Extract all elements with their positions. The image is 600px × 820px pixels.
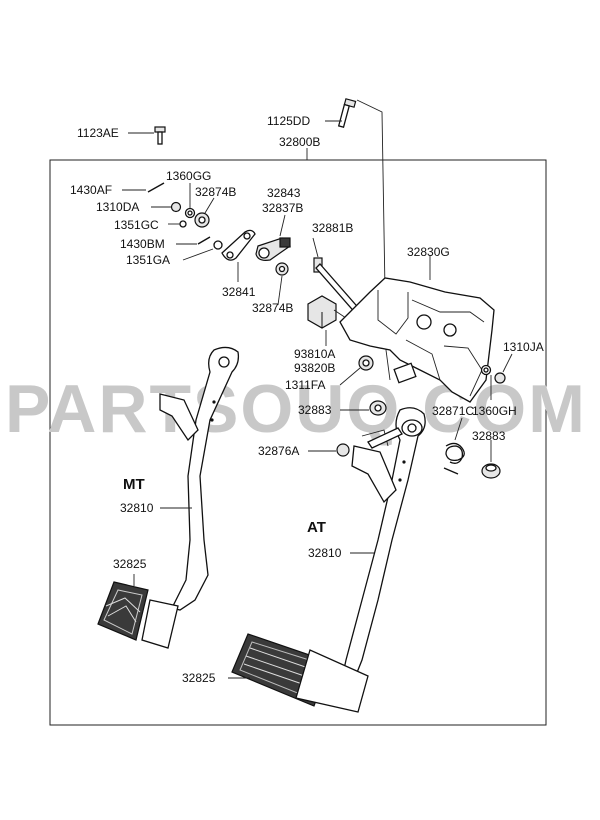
bolt-1125DD[interactable] (337, 98, 357, 128)
label-32830G: 32830G (407, 245, 450, 259)
label-1125DD: 1125DD (267, 114, 310, 128)
label-32874B-mid: 32874B (252, 301, 293, 315)
pedal-pad-32825-mt[interactable] (97, 581, 179, 649)
bolt-1123AE[interactable] (154, 126, 166, 145)
washer-1351GC[interactable] (179, 220, 187, 228)
pin-1430AF[interactable] (147, 182, 165, 193)
watermark: PARTSOUQ.COM (5, 371, 587, 447)
pivot-rod (367, 427, 403, 449)
link-plate-32841[interactable] (221, 229, 256, 261)
label-32883-left: 32883 (298, 403, 332, 417)
label-32876A: 32876A (258, 444, 299, 458)
label-32800B: 32800B (279, 135, 320, 149)
label-32883-right: 32883 (472, 429, 506, 443)
label-32871C: 32871C (432, 404, 474, 418)
label-32825-at: 32825 (182, 671, 216, 685)
bracket-32830G[interactable] (339, 277, 495, 403)
variant-at-label: AT (307, 519, 326, 536)
pedal-pad-32825-at[interactable] (231, 633, 369, 713)
stop-switch-93810A[interactable] (307, 295, 347, 329)
pin-1430BM[interactable] (197, 236, 211, 245)
variant-mt-label: MT (123, 476, 145, 493)
nut-1310DA[interactable] (170, 201, 182, 213)
label-1430BM: 1430BM (120, 237, 165, 251)
bushing-32883-left[interactable] (369, 400, 387, 416)
label-1351GA: 1351GA (126, 253, 170, 267)
stopper-cap-32876A[interactable] (336, 443, 350, 457)
washer-1360GH[interactable] (480, 364, 492, 376)
label-1123AE: 1123AE (77, 126, 119, 140)
label-1360GH: 1360GH (472, 404, 517, 418)
label-1430AF: 1430AF (70, 183, 112, 197)
return-spring-32871C[interactable] (443, 442, 465, 475)
label-1351GC: 1351GC (114, 218, 159, 232)
washer-1351GA[interactable] (213, 240, 223, 250)
label-93820B: 93820B (294, 361, 335, 375)
label-32881B: 32881B (312, 221, 353, 235)
label-1311FA: 1311FA (285, 378, 325, 392)
label-32841: 32841 (222, 285, 256, 299)
bushing-32874B-mid[interactable] (275, 262, 289, 276)
label-93810A: 93810A (294, 347, 335, 361)
label-32843: 32843 (267, 186, 301, 200)
label-32837B: 32837B (262, 201, 303, 215)
label-32810-at: 32810 (308, 546, 342, 560)
label-32825-mt: 32825 (113, 557, 147, 571)
nut-1311FA[interactable] (358, 355, 374, 371)
bushing-32883-right[interactable] (481, 463, 501, 479)
label-1360GG: 1360GG (166, 169, 211, 183)
label-32874B-top: 32874B (195, 185, 236, 199)
washer-1360GG[interactable] (184, 207, 196, 219)
diagram-frame (49, 159, 547, 726)
clip-32843[interactable] (255, 237, 291, 261)
bushing-32874B-top[interactable] (194, 212, 210, 228)
label-1310DA: 1310DA (96, 200, 139, 214)
pedal-arm-32810-at[interactable] (339, 407, 426, 691)
nut-1310JA[interactable] (494, 372, 506, 384)
pedal-arm-32810-mt[interactable] (159, 346, 240, 611)
label-1310JA: 1310JA (503, 340, 544, 354)
label-32810-mt: 32810 (120, 501, 154, 515)
